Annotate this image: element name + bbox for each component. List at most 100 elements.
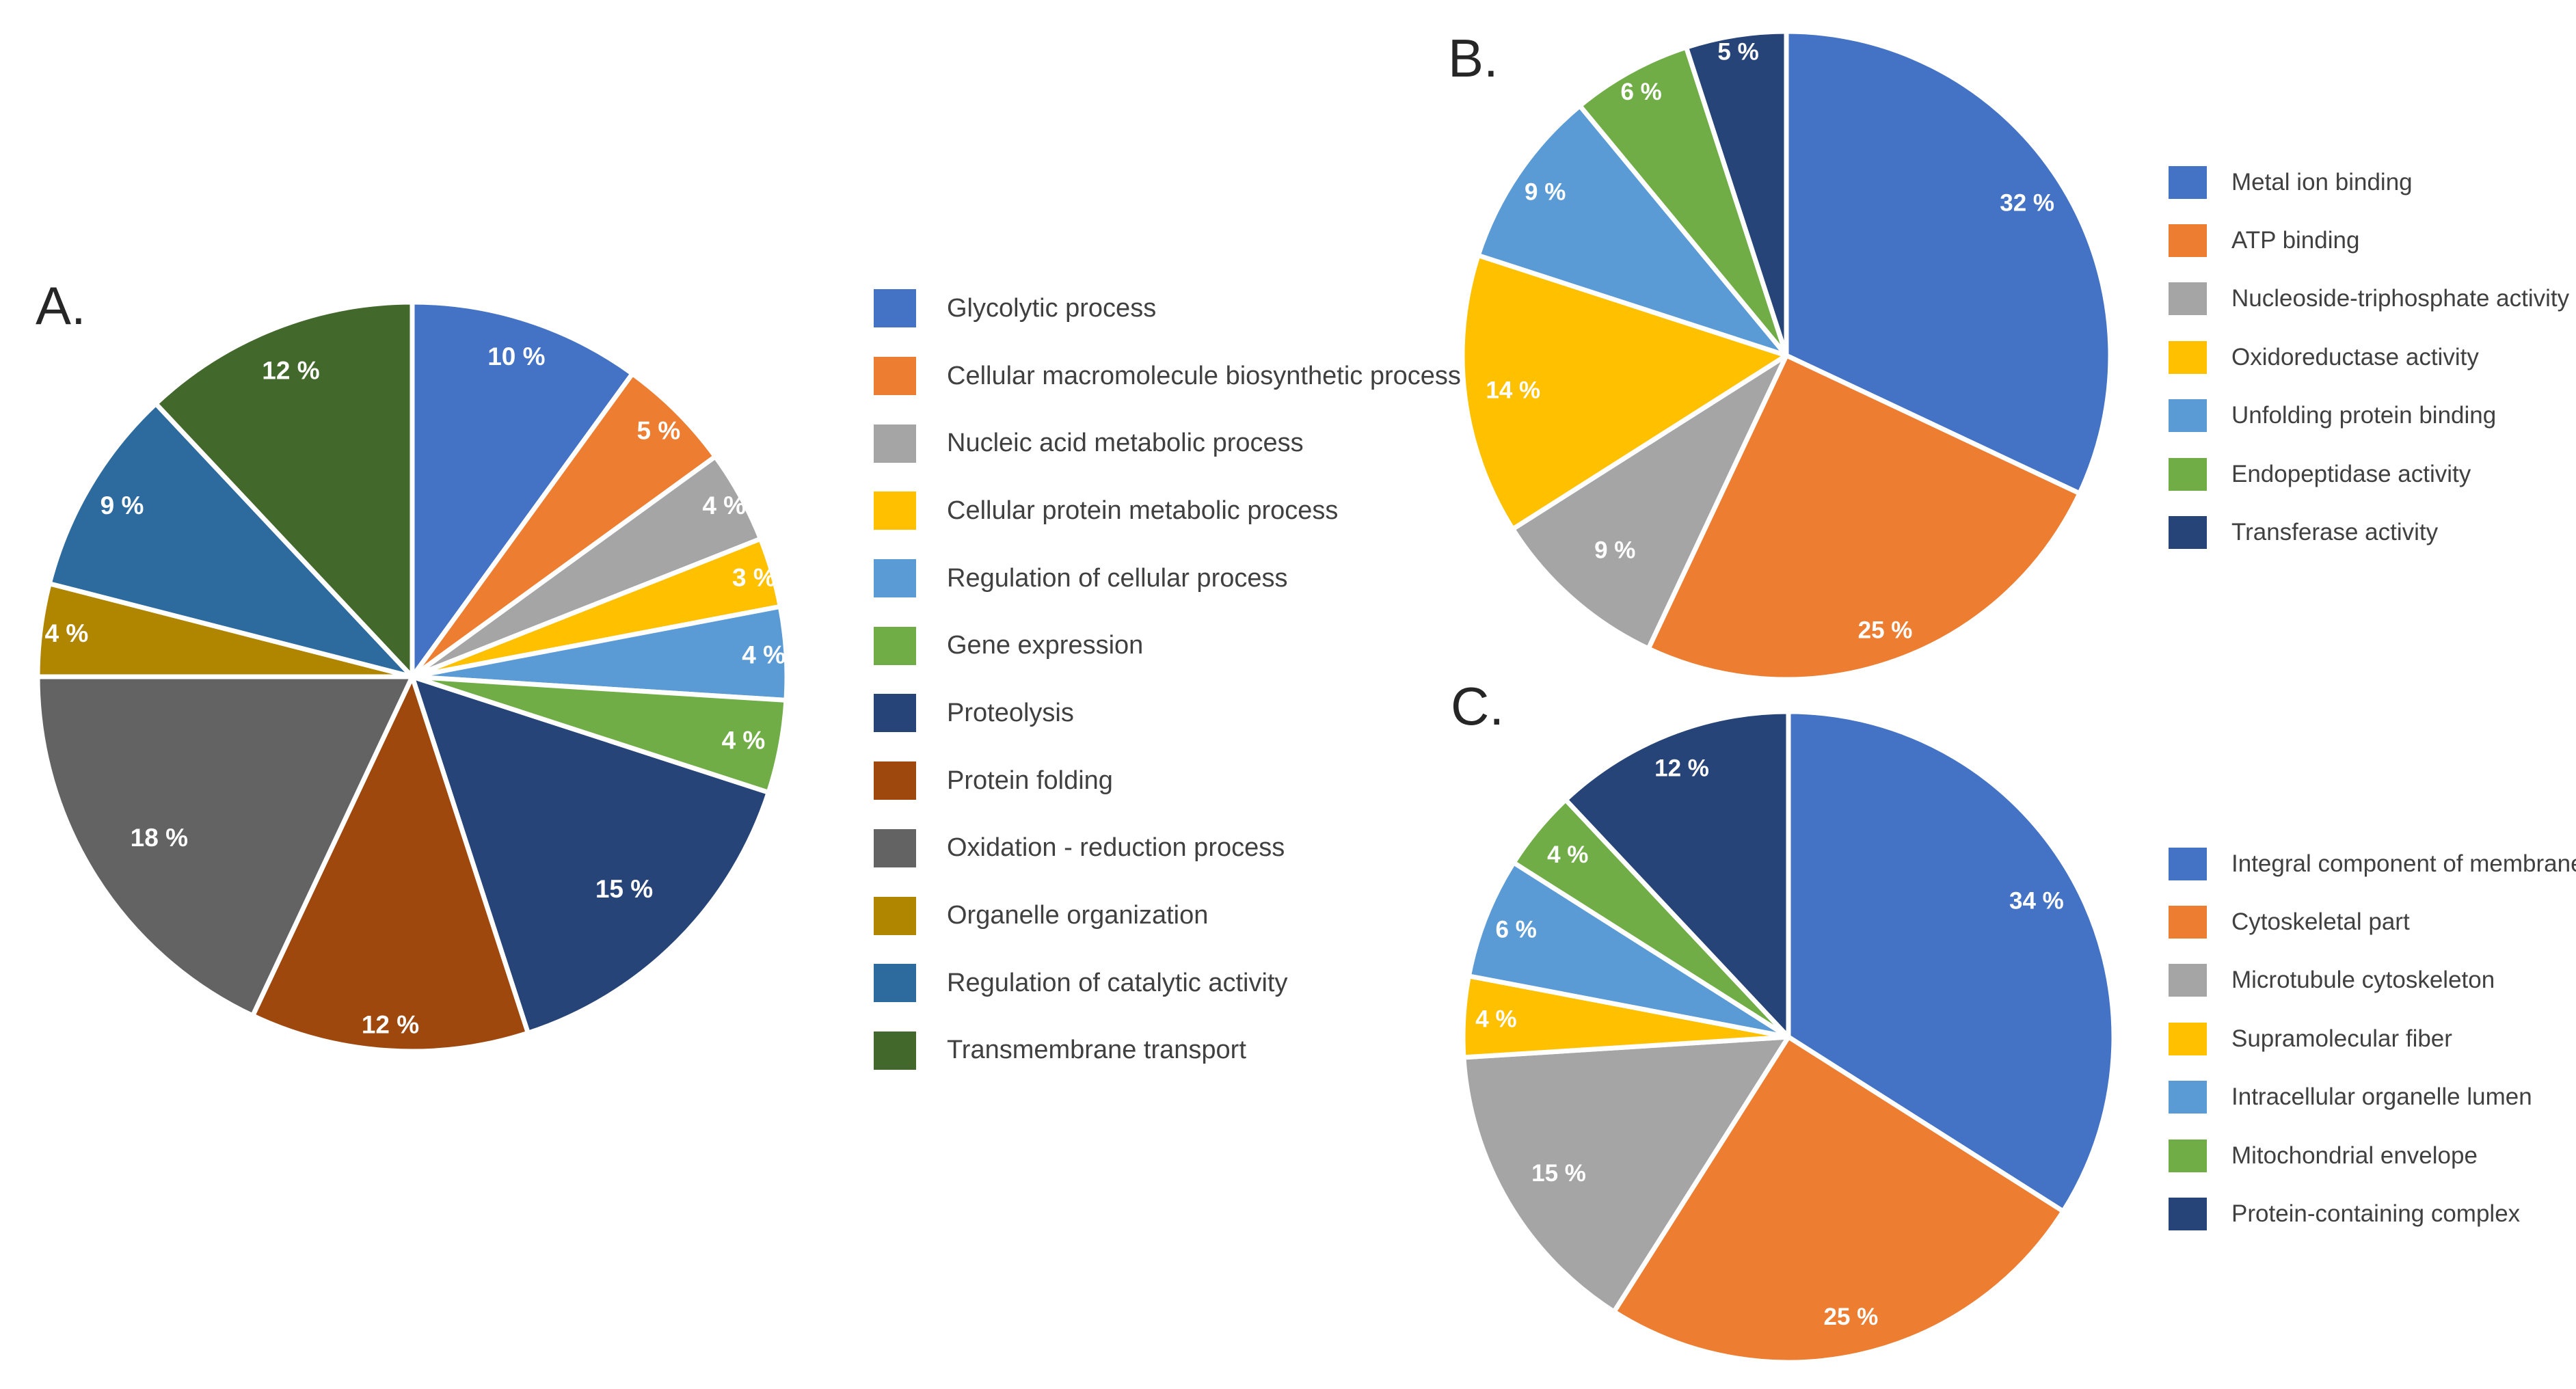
legend-item-integral-component-of-membrane: Integral component of membrane [2169,835,2576,893]
legend-item-protein-folding: Protein folding [874,747,1461,815]
slice-value-label-supramolecular-fiber: 4 % [1475,1006,1516,1032]
legend-color-swatch-metal-ion-binding [2169,165,2207,199]
legend-color-swatch-oxidation-reduction-process [874,828,916,867]
slice-value-label-atp-binding: 25 % [1858,617,1913,644]
legend-label-glycolytic-process: Glycolytic process [947,293,1157,323]
legend-color-swatch-cytoskeletal-part [2169,906,2207,939]
legend-color-swatch-gene-expression [874,626,916,665]
legend-color-swatch-regulation-of-cellular-process [874,559,916,598]
legend-label-microtubule-cytoskeleton: Microtubule cytoskeleton [2231,967,2495,994]
slice-value-label-protein-containing-complex: 12 % [1654,755,1709,781]
slice-value-label-nucleic-acid-metabolic-process: 4 % [702,491,746,520]
legend-color-swatch-transferase-activity [2169,516,2207,550]
slice-value-label-oxidation-reduction-process: 18 % [131,824,188,852]
legend-color-swatch-microtubule-cytoskeleton [2169,964,2207,997]
pie-chart-cellular-component: 34 %25 %15 %4 %6 %4 %12 % [1460,709,2117,1365]
legend-item-cellular-protein-metabolic-process: Cellular protein metabolic process [874,477,1461,545]
panel-label-a: A. [36,275,86,336]
legend-label-protein-containing-complex: Protein-containing complex [2231,1200,2521,1228]
legend-item-microtubule-cytoskeleton: Microtubule cytoskeleton [2169,952,2576,1010]
legend-label-cellular-macromolecule-biosynthetic-process: Cellular macromolecule biosynthetic proc… [947,361,1461,390]
legend-item-oxidoreductase-activity: Oxidoreductase activity [2169,328,2569,386]
legend-label-endopeptidase-activity: Endopeptidase activity [2231,460,2471,487]
legend-color-swatch-supramolecular-fiber [2169,1022,2207,1055]
panel-label-b: B. [1448,28,1499,88]
slice-value-label-endopeptidase-activity: 6 % [1620,79,1661,105]
legend-color-swatch-unfolding-protein-binding [2169,399,2207,433]
slice-value-label-regulation-of-catalytic-activity: 9 % [100,491,144,520]
slice-value-label-metal-ion-binding: 32 % [2000,190,2054,217]
pie-slice-cytoskeletal-part [1611,1034,2066,1365]
legend-color-swatch-cellular-protein-metabolic-process [874,491,916,530]
legend-label-atp-binding: ATP binding [2231,227,2360,254]
legend-label-metal-ion-binding: Metal ion binding [2231,168,2413,195]
pie-chart-molecular-function: 32 %25 %9 %14 %9 %6 %5 % [1460,29,2113,682]
legend-color-swatch-glycolytic-process [874,289,916,328]
slice-value-label-glycolytic-process: 10 % [487,342,545,370]
slice-value-label-cellular-protein-metabolic-process: 3 % [732,564,776,592]
pie-slice-unfolding-protein-binding [1475,103,1789,358]
legend-label-protein-folding: Protein folding [947,766,1113,795]
legend-item-regulation-of-cellular-process: Regulation of cellular process [874,545,1461,612]
legend-label-cytoskeletal-part: Cytoskeletal part [2231,908,2410,936]
legend-color-swatch-cellular-macromolecule-biosynthetic-process [874,357,916,396]
legend-item-glycolytic-process: Glycolytic process [874,275,1461,342]
pie-slice-transmembrane-transport [153,299,415,679]
legend-color-swatch-integral-component-of-membrane [2169,847,2207,880]
legend-item-intracellular-organelle-lumen: Intracellular organelle lumen [2169,1068,2576,1127]
pie-chart-biological-process: 10 %5 %4 %3 %4 %4 %15 %12 %18 %4 %9 %12 … [35,299,790,1054]
legend-item-regulation-of-catalytic-activity: Regulation of catalytic activity [874,949,1461,1017]
slice-value-label-cellular-macromolecule-biosynthetic-process: 5 % [636,417,680,445]
legend-item-transferase-activity: Transferase activity [2169,503,2569,561]
legend-label-nucleoside-triphosphate-activity: Nucleoside-triphosphate activity [2231,285,2570,312]
legend-color-swatch-protein-folding [874,761,916,800]
legend-item-atp-binding: ATP binding [2169,211,2569,269]
legend-label-cellular-protein-metabolic-process: Cellular protein metabolic process [947,496,1339,525]
legend-label-integral-component-of-membrane: Integral component of membrane [2231,850,2576,877]
pie-slice-oxidation-reduction-process [35,674,415,1019]
pie-slice-atp-binding [1646,353,2082,682]
slice-value-label-proteolysis: 15 % [595,875,653,903]
legend-label-oxidation-reduction-process: Oxidation - reduction process [947,833,1285,863]
legend-label-gene-expression: Gene expression [947,631,1144,660]
legend-label-regulation-of-catalytic-activity: Regulation of catalytic activity [947,968,1288,997]
panel-label-c: C. [1451,676,1504,736]
legend-color-swatch-protein-containing-complex [2169,1198,2207,1231]
legend-item-cellular-macromolecule-biosynthetic-process: Cellular macromolecule biosynthetic proc… [874,342,1461,410]
pie-slice-glycolytic-process [410,299,635,679]
legend-label-nucleic-acid-metabolic-process: Nucleic acid metabolic process [947,429,1304,458]
legend-label-transferase-activity: Transferase activity [2231,519,2439,546]
slice-value-label-cytoskeletal-part: 25 % [1823,1304,1878,1330]
legend-item-unfolding-protein-binding: Unfolding protein binding [2169,387,2569,445]
slice-value-label-integral-component-of-membrane: 34 % [2009,888,2064,915]
legend-item-endopeptidase-activity: Endopeptidase activity [2169,445,2569,503]
slice-value-label-microtubule-cytoskeleton: 15 % [1531,1160,1586,1187]
legend-label-organelle-organization: Organelle organization [947,901,1209,930]
pie-slice-oxidoreductase-activity [1460,253,1789,532]
slice-value-label-oxidoreductase-activity: 14 % [1486,377,1540,404]
slice-value-label-transferase-activity: 5 % [1717,38,1758,65]
legend-item-proteolysis: Proteolysis [874,679,1461,747]
legend-item-protein-containing-complex: Protein-containing complex [2169,1185,2576,1243]
slice-value-label-unfolding-protein-binding: 9 % [1525,178,1566,205]
legend-item-gene-expression: Gene expression [874,612,1461,679]
pie-slice-intracellular-organelle-lumen [1466,860,1791,1040]
pie-slice-microtubule-cytoskeleton [1461,1034,1791,1314]
legend-color-swatch-nucleoside-triphosphate-activity [2169,282,2207,316]
legend-label-mitochondrial-envelope: Mitochondrial envelope [2231,1142,2478,1169]
legend-label-supramolecular-fiber: Supramolecular fiber [2231,1025,2452,1052]
slice-value-label-intracellular-organelle-lumen: 6 % [1496,917,1537,943]
pie-slice-regulation-of-catalytic-activity [46,401,415,679]
pie-slice-transferase-activity [1684,29,1789,358]
slice-value-label-transmembrane-transport: 12 % [262,357,319,385]
slice-value-label-regulation-of-cellular-process: 4 % [742,641,786,669]
pie-slice-metal-ion-binding [1784,29,2113,496]
legend-item-transmembrane-transport: Transmembrane transport [874,1017,1461,1085]
pie-slice-nucleoside-triphosphate-activity [1510,353,1789,651]
legend-color-swatch-endopeptidase-activity [2169,457,2207,491]
legend-item-metal-ion-binding: Metal ion binding [2169,153,2569,211]
legend-item-nucleoside-triphosphate-activity: Nucleoside-triphosphate activity [2169,270,2569,328]
legend-color-swatch-organelle-organization [874,896,916,935]
